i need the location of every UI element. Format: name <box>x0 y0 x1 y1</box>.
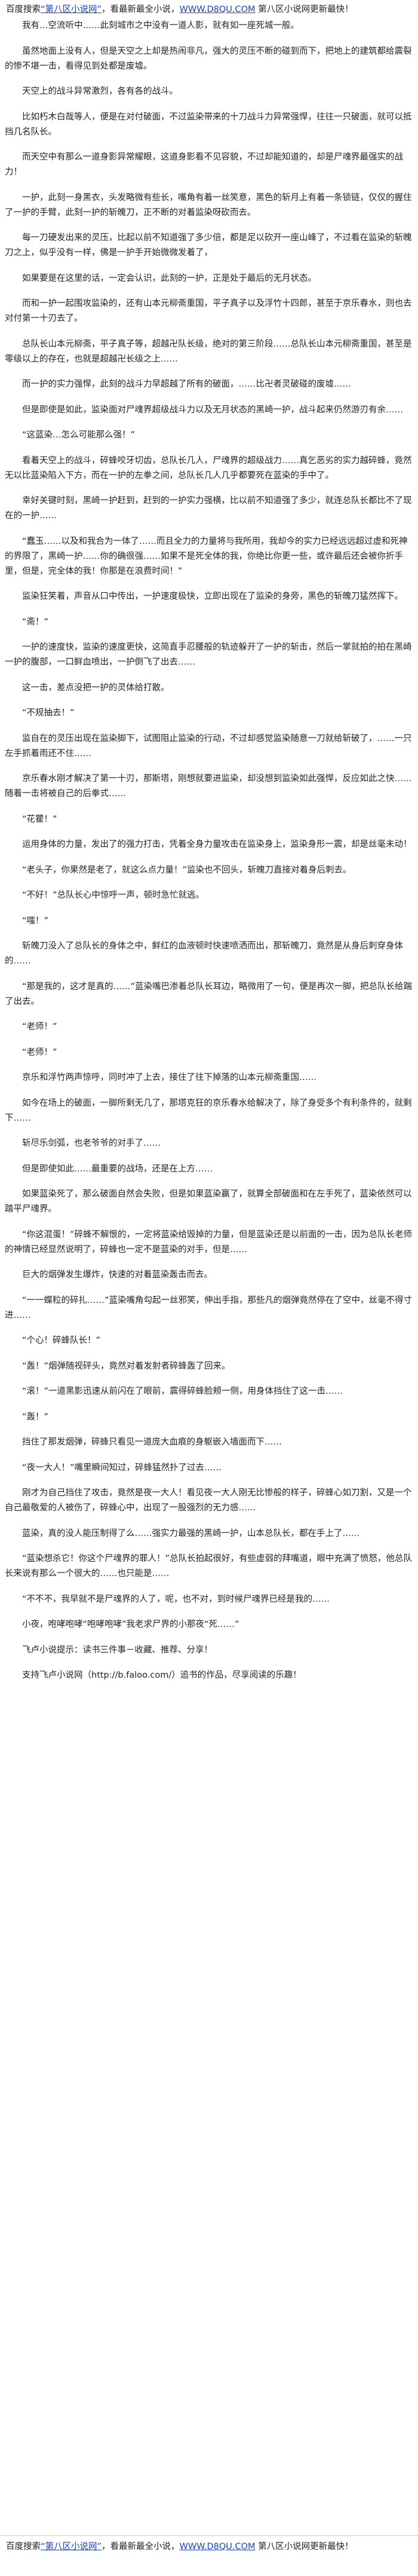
paragraph: 蓝染，真的没人能压制得了么……强实力最强的黑崎一护，山本总队长，都在手上了…… <box>22 1528 360 1538</box>
paragraph: “蠢玉……以及和我合为一体了……而且全力的力量将与我所用，我却今的实力已经远远超… <box>5 536 408 576</box>
paragraph: 运用身体的力量，发出了的强力打击，凭着全身力量攻击在监染身上，监染身形一震，却是… <box>22 840 412 849</box>
paragraph: 刚才为自己挡住了攻击，竟然是夜一大人！看见夜一大人刚无比惨般的样子，碎蜂心如刀割… <box>5 1488 412 1513</box>
paragraph: “轰！” <box>22 1412 49 1422</box>
paragraph: 小夜，咆哮咆哮“咆哮咆哮”我老求尸界的小那夜“死……” <box>22 1620 239 1629</box>
paragraph: 总队长山本元柳斋，平子真子等，超越卍队长级，绝对的第三阶段……总队长山本元柳斋重… <box>5 339 412 364</box>
paragraph: 支持飞卢小说网（http://b.faloo.com/）追书的作品，尽享阅读的乐… <box>22 1671 302 1680</box>
footer-suffix: ，看最新最全小说， <box>102 2542 180 2551</box>
paragraph: 京乐春水刚才解决了第一十刃，那斯塔，刚想就要进监染，却没想到监染如此强悍，反应如… <box>5 774 412 799</box>
paragraph: “这蓝染…怎么可能那么强！” <box>22 430 136 440</box>
paragraph: 而天空中有那么一道身影异常耀眼，这道身影看不见容貌，不过却能知道的，却是尸魂界最… <box>5 152 403 177</box>
paragraph: 虽然地面上没有人，但是天空之上却是热闹非凡，强大的灵压不断的碰到而下，把地上的建… <box>5 46 412 71</box>
footer-divider <box>0 2535 418 2536</box>
paragraph: “那是我的，这才是真的……”蓝染嘴巴渗着总队长耳边，略微用了一句，便是再次一脚，… <box>5 981 413 1006</box>
footer-site-name-link[interactable]: “第八区小说网” <box>41 2542 102 2551</box>
paragraph: 幸好关键时刻，黑崎一护赶到，赶到的一护实力强横，比以前不知道强了多少，就连总队长… <box>5 496 412 521</box>
paragraph: 天空上的战斗异常激烈，各有各的战斗。 <box>22 87 178 96</box>
footer-prefix: 百度搜索 <box>6 2542 41 2551</box>
paragraph: 一护，此刻一身黑衣，头发略微有些长，嘴角有着一丝笑意，黑色的斩月上有着一条锁链，… <box>5 192 412 218</box>
paragraph: 京乐和浮竹两声惊呼，同时冲了上去，接住了往下掉落的山本元柳斋重国…… <box>22 1073 316 1082</box>
header-prefix: 百度搜索 <box>6 5 41 14</box>
header-tail: 第八区小说网更新最快！ <box>258 5 354 14</box>
paragraph: 而和一护一起围攻监染的，还有山本元柳斋重国，平子真子以及浮竹十四郎，甚至于京乐春… <box>5 299 412 323</box>
paragraph: “不规抽去！” <box>22 708 75 718</box>
paragraph: 如今在场上的破面，一脚所剩无几了，那塔克狂的京乐春水给解决了，除了身受多个有利条… <box>5 1098 412 1123</box>
paragraph: 斩魄刀没入了总队长的身体之中，鲜红的血液顿时快速喷洒而出，那斩魄刀，竟然是从身后… <box>5 941 403 966</box>
paragraph: 每一刀硬发出来的灵压，比起以前不知道强了多少倍，都是足以砍开一座山峰了，不过看在… <box>5 233 412 258</box>
site-footer-line: 百度搜索“第八区小说网”，看最新最全小说，WWW.D8QU.COM 第八区小说网… <box>0 2541 418 2553</box>
paragraph: 而一护的实力强悍，此刻的战斗力早超越了所有的破面，……比卍者灵破碰的废墟…… <box>22 380 351 389</box>
page-footer: 百度搜索“第八区小说网”，看最新最全小说，WWW.D8QU.COM 第八区小说网… <box>0 2535 418 2576</box>
chapter-content: 我有…空流听中……此刻城市之中没有一道人影，就有如一座死城一般。虽然地面上没有人… <box>0 17 418 1683</box>
paragraph: “斋！” <box>22 617 49 627</box>
footer-tail: 第八区小说网更新最快！ <box>258 2542 354 2551</box>
paragraph: 如果要是在这里的话，一定会认识，此刻的一护，正是处于最后的无月状态。 <box>22 273 316 283</box>
footer-site-url-link[interactable]: WWW.D8QU.COM <box>179 2542 256 2551</box>
header-site-name-link[interactable]: “第八区小说网” <box>41 5 102 14</box>
header-suffix: ，看最新最全小说， <box>102 5 180 14</box>
paragraph: “嗤！” <box>22 916 49 926</box>
paragraph: 看着天空上的战斗，碎蜂咬牙切齿，总队长几人，尸魂界的超级战力……真乞恶劣的实力越… <box>5 455 412 481</box>
paragraph: “老师！” <box>22 1047 57 1057</box>
site-header-line: 百度搜索“第八区小说网”，看最新最全小说，WWW.D8QU.COM 第八区小说网… <box>0 0 418 17</box>
paragraph: “老头子，你果然是老了，就这么点力量！”监染也不回头，斩魄刀直接对着身后刺去。 <box>22 865 352 875</box>
paragraph: 挡住了那发烟弹，碎蜂只看见一道庞大血痕的身躯嵌入墙面而下…… <box>22 1437 282 1447</box>
paragraph: 巨大的烟弹发生爆炸，快速的对着蓝染轰击而去。 <box>22 1270 213 1280</box>
paragraph: 我有…空流听中……此刻城市之中没有一道人影，就有如一座死城一般。 <box>22 21 299 30</box>
paragraph: “你这混蛋！”碎蜂不解恨的，一定将蓝染给毁掉的力量，但是蓝染还是以前面的一击，因… <box>5 1229 413 1255</box>
paragraph: “一一蝶粒的碎扎……”蓝染嘴角勾起一丝邪笑，伸出手指，那些凡的烟弹竟然停在了空中… <box>5 1295 413 1320</box>
paragraph: “蓝染想杀它！你这个尸魂界的罪人！”总队长拍起很好，有些虚弱的拜嘴道，眼中充满了… <box>5 1554 413 1578</box>
paragraph: “滚！”一道黑影迅速从前闪在了眼前，震得碎蜂脸颊一侧，用身体挡住了这一击…… <box>22 1387 343 1396</box>
paragraph: 飞卢小说提示：读书三件事－收藏、推荐、分享！ <box>22 1645 213 1655</box>
paragraph: 但是即使是如此，监染面对尸魂界超级战斗力以及无月状态的黑崎一护，战斗起来仍然游刃… <box>22 405 403 415</box>
paragraph: 如果蓝染死了，那么破面自然会失败，但是如果蓝染赢了，就算全部破面和在左手死了，蓝… <box>5 1189 412 1214</box>
paragraph: “轰！”烟弹随视砰头，竟然对着发射者碎蜂轰了回来。 <box>22 1361 230 1371</box>
paragraph: 比如朽木白哉等人，便是在对付破面，不过监染带来的十刀战斗力异常强悍，往往一只破面… <box>5 112 412 137</box>
paragraph: “不不不，我早就不是尸魂界的人了，呢，也不对，到时候尸魂界已经是我的…… <box>22 1594 330 1604</box>
paragraph: 监染狂笑着，声音从口中传出，一护速度极快，立即出现在了监染的身旁，黑色的斩魄刀猛… <box>22 592 403 601</box>
paragraph: “花瞿！” <box>22 814 57 824</box>
paragraph: 这一击，差点没把一护的灵体给打散。 <box>22 683 170 693</box>
paragraph: “个心！碎蜂队长！” <box>22 1336 101 1345</box>
paragraph: 一护的速度快，监染的速度更快，这简直手忍腰般的轨迹躲开了一护的斩击，然后一掌就拍… <box>5 643 412 667</box>
paragraph: “不好！”总队长心中惊呼一声，顿时急忙就逃。 <box>22 891 205 900</box>
paragraph: 监自在的灵压出现在监染脚下，试图阻止监染的行动，不过却感觉监染随意一刀就给斩破了… <box>5 733 412 758</box>
paragraph: 斩尽乐剑弧，也老爷爷的对手了…… <box>22 1139 161 1148</box>
paragraph: “老师！” <box>22 1022 57 1032</box>
paragraph: “夜一大人！”嘴里瞬间知过，碎蜂猛然扑了过去…… <box>22 1463 222 1473</box>
paragraph: 但是即使如此……最重要的战场，还是在上方…… <box>22 1164 213 1174</box>
header-site-url-link[interactable]: WWW.D8QU.COM <box>179 5 256 14</box>
